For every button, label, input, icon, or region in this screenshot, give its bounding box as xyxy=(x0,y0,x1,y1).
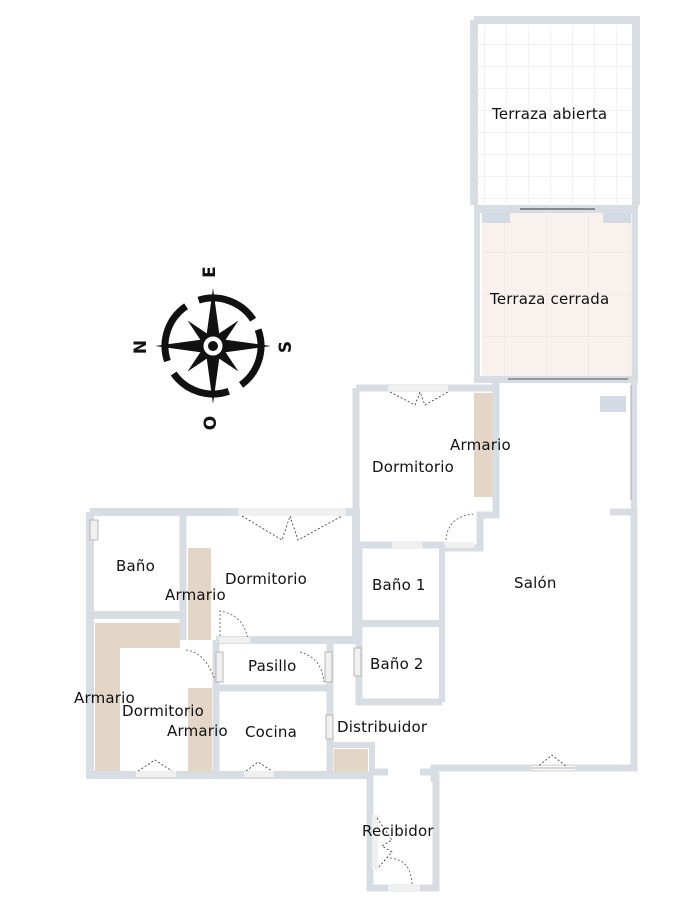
room-dormitorio-1 xyxy=(352,376,500,552)
room-terraza-abierta xyxy=(470,16,640,205)
label-distribuidor: Distribuidor xyxy=(337,718,428,736)
compass-west-label: O xyxy=(201,415,222,431)
label-dormitorio-1: Dormitorio xyxy=(372,458,454,476)
room-recibidor xyxy=(366,768,440,892)
label-dormitorio-2: Dormitorio xyxy=(225,570,307,588)
room-left-block xyxy=(86,508,375,779)
label-pasillo: Pasillo xyxy=(248,657,297,675)
label-recibidor: Recibidor xyxy=(362,822,434,840)
room-terraza-cerrada xyxy=(474,205,638,383)
label-terraza-abierta: Terraza abierta xyxy=(492,105,608,123)
compass-south-label: S xyxy=(276,340,297,354)
room-banos xyxy=(353,545,445,706)
label-salon: Salón xyxy=(514,574,557,592)
label-terraza-cerrada: Terraza cerrada xyxy=(490,290,610,308)
label-bano-1: Baño 1 xyxy=(372,576,426,594)
compass-north-label: N xyxy=(131,339,152,355)
label-cocina: Cocina xyxy=(245,723,297,741)
label-armario-left: Armario xyxy=(74,689,135,707)
label-armario-dormitorio-3: Armario xyxy=(167,722,228,740)
label-bano-2: Baño 2 xyxy=(370,655,424,673)
label-bano: Baño xyxy=(116,557,155,575)
label-armario-dormitorio-2: Armario xyxy=(165,586,226,604)
label-armario-dormitorio-1: Armario xyxy=(450,436,511,454)
compass-rose xyxy=(155,288,271,404)
compass-east-label: E xyxy=(199,266,220,278)
label-dormitorio-3: Dormitorio xyxy=(122,702,204,720)
